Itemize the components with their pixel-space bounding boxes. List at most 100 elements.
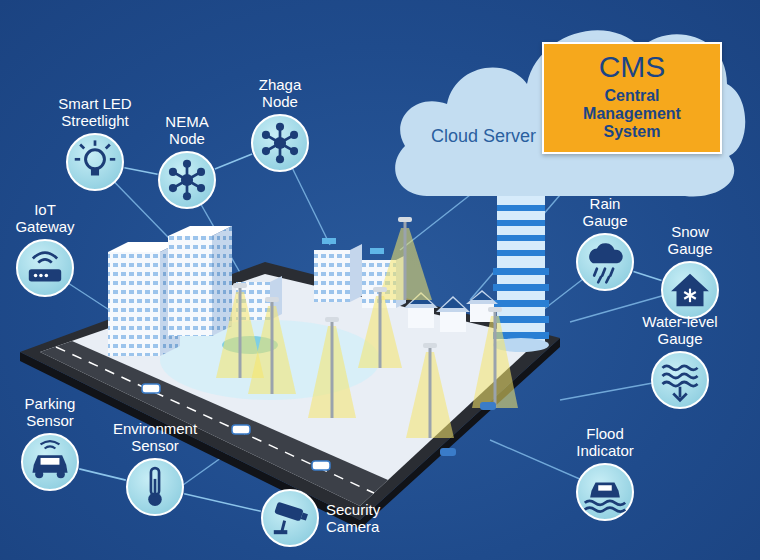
icon-symbol-part-part	[181, 174, 193, 186]
tablet-part	[20, 262, 560, 520]
icon-symbol-part-part	[602, 269, 605, 276]
icon-symbol-part	[154, 479, 157, 497]
icon-symbol-part	[41, 441, 60, 448]
icon-symbol-part-part	[41, 441, 60, 444]
icon-circle	[126, 458, 184, 516]
houses-part	[442, 298, 464, 308]
icon-symbol	[160, 153, 214, 207]
buildings-part	[108, 252, 160, 356]
icon-circle	[66, 133, 124, 191]
icon-symbol-part-part	[45, 274, 49, 278]
icon-circle	[158, 151, 216, 209]
network-link	[184, 494, 261, 512]
streetlights-part-part	[398, 217, 412, 222]
icon-symbol-part-part	[38, 259, 52, 262]
buildings-part	[168, 236, 212, 336]
icon-symbol-part	[671, 274, 709, 306]
icon-symbol-part-part	[75, 158, 80, 161]
environment-node: Environment Sensor	[103, 420, 207, 517]
icon-symbol-part	[86, 150, 105, 169]
icon-symbol-part	[274, 502, 309, 524]
icon-symbol-part	[173, 164, 201, 196]
streetlights-part-part	[233, 283, 247, 288]
icon-symbol-part-part	[262, 147, 270, 155]
icon-symbol-part-part	[594, 269, 597, 276]
icon-symbol-part	[274, 530, 288, 534]
tower-part	[493, 268, 549, 275]
icon-symbol-part-part	[197, 184, 205, 192]
nema-node: NEMA Node	[158, 113, 216, 210]
streetlights-part-part	[331, 320, 334, 418]
network-link	[124, 168, 157, 174]
icon-symbol-part	[57, 470, 65, 478]
gateway-node: IoT Gateway	[10, 201, 80, 298]
icon-symbol-part-part	[684, 292, 696, 299]
icon-symbol-part	[679, 387, 682, 398]
icon-symbol-part-part	[290, 147, 298, 155]
icon-symbol-part	[32, 455, 67, 473]
icon-symbol-part	[91, 169, 99, 176]
houses-part	[466, 290, 498, 304]
icon-circle	[21, 433, 79, 491]
streetlight-node: Smart LED Streetlight	[49, 95, 141, 192]
buildings-part	[168, 236, 212, 336]
network-link	[634, 271, 662, 280]
node-label: IoT Gateway	[10, 201, 80, 236]
buildings-part	[212, 226, 232, 336]
cloud-label: Cloud Server	[431, 126, 536, 147]
icon-symbol-part	[266, 127, 294, 159]
icon-symbol-part-part	[662, 374, 697, 378]
icon-symbol-part	[169, 160, 205, 201]
icon-symbol-part-part	[276, 155, 284, 163]
buildings-part	[314, 250, 350, 302]
streetlights-part	[240, 220, 495, 438]
icon-symbol-part-part	[662, 382, 697, 386]
camera-node: Security Camera	[261, 489, 398, 547]
icon-symbol-part-part	[45, 446, 56, 448]
icon-symbol-part-part	[274, 502, 303, 522]
icon-symbol-part-part	[610, 269, 613, 276]
node-label: Parking Sensor	[17, 395, 83, 430]
icon-symbol-part-part	[662, 366, 697, 370]
buildings-part	[322, 238, 336, 244]
icon-symbol	[253, 116, 307, 170]
icon-circle	[651, 351, 709, 409]
snow-gauge-node: Snow Gauge	[661, 223, 719, 320]
network-link	[215, 154, 252, 169]
icon-symbol-part-part	[598, 277, 601, 282]
icon-symbol-part	[75, 140, 116, 159]
icon-symbol-part-part	[106, 144, 110, 148]
tower-part	[497, 235, 545, 241]
icon-symbol-part-part	[585, 508, 626, 512]
cloud-outline-part	[395, 30, 745, 196]
icon-symbol-part-part	[34, 274, 38, 278]
icon-symbol-part-part	[197, 168, 205, 176]
tower-part	[493, 316, 549, 323]
icon-symbol-part-part	[110, 158, 115, 161]
cars-part	[232, 425, 250, 434]
icon-symbol-part	[41, 458, 60, 465]
streetlights-part	[233, 217, 502, 348]
streetlights-part-part	[488, 307, 502, 312]
node-label: Water-level Gauge	[635, 313, 725, 348]
streetlights-part-part	[239, 286, 242, 378]
buildings-part	[314, 250, 350, 302]
streetlights-part-part	[271, 300, 274, 394]
icon-symbol	[23, 435, 77, 489]
tower-part	[497, 250, 545, 256]
icon-symbol	[663, 263, 717, 317]
cars-part	[312, 461, 330, 470]
icon-symbol-part-part	[274, 137, 286, 149]
icon-symbol-part	[34, 274, 48, 278]
buildings-part	[108, 252, 160, 356]
streetlights-part-part	[423, 343, 437, 348]
cars-part	[142, 384, 160, 393]
node-label: Smart LED Streetlight	[49, 95, 141, 130]
cms-box: CMSCentral Management System	[542, 42, 722, 154]
streetlights-part-part	[373, 287, 387, 292]
houses-part	[436, 296, 470, 312]
node-label: Security Camera	[326, 501, 398, 536]
streetlights-part-part	[265, 297, 279, 302]
cloud-shape: Cloud Server CMSCentral Management System	[385, 4, 750, 200]
icon-symbol-part-part	[169, 184, 177, 192]
